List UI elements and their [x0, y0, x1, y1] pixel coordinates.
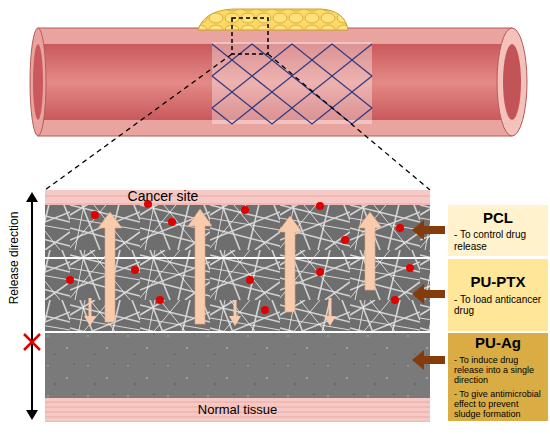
node-description: - To control drug release — [454, 229, 542, 252]
node-title: Cancer site — [128, 188, 199, 204]
layer-description-box: PU-Ag - To induce drug release into a sin… — [448, 333, 548, 421]
layer-description-box: PU-PTX - To load anticancer drug — [448, 259, 548, 331]
axis-label: Release direction — [7, 212, 21, 305]
tissue-band: Normal tissue — [45, 398, 430, 422]
node-title: Normal tissue — [198, 403, 277, 418]
node-title: PU-PTX — [454, 273, 542, 290]
layer-description-box: PCL - To control drug release — [448, 205, 548, 256]
node-title: PCL — [454, 209, 542, 226]
tumor-site: Cancer site — [88, 184, 238, 208]
node-title: PU-Ag — [454, 334, 542, 351]
node-description: - To give antimicrobial effect to preven… — [454, 389, 542, 420]
node-description: - To load anticancer drug — [454, 294, 542, 317]
node-description: - To induce drug release into a single d… — [454, 355, 542, 386]
